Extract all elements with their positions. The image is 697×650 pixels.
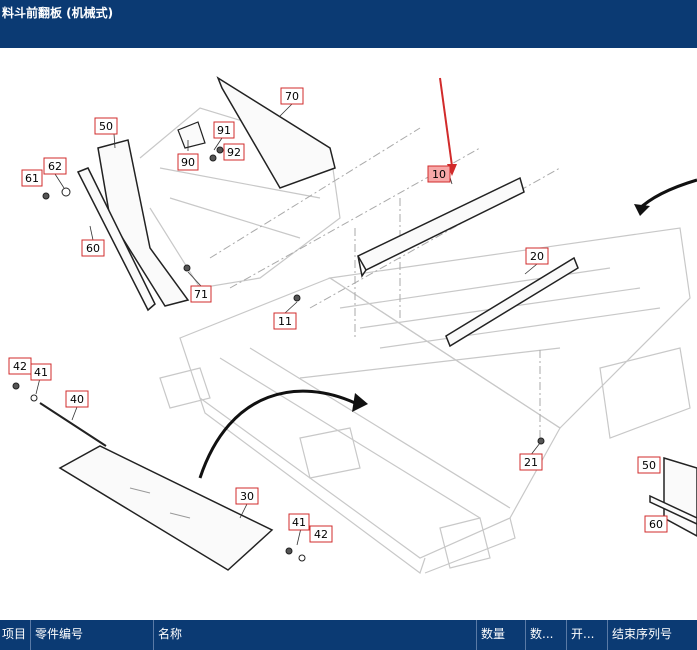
- svg-text:20: 20: [530, 250, 544, 263]
- svg-text:50: 50: [642, 459, 656, 472]
- svg-text:11: 11: [278, 315, 292, 328]
- callout-50b: 50: [637, 456, 661, 474]
- callout-90: 90: [177, 153, 199, 171]
- part-60-right-shape: [649, 494, 697, 525]
- title-bar: 料斗前翻板 (机械式): [0, 0, 697, 48]
- part-50-right-shape: [663, 456, 697, 537]
- callout-71: 71: [190, 285, 212, 303]
- column-name[interactable]: 名称: [154, 620, 477, 650]
- callout-40: 40: [65, 390, 89, 408]
- svg-text:70: 70: [285, 90, 299, 103]
- parts-table-header: 项目 零件编号 名称 数量 数... 开... 结束序列号: [0, 620, 697, 650]
- center-lines: [209, 127, 561, 438]
- callout-11: 11: [273, 312, 297, 330]
- callout-60: 60: [81, 239, 105, 257]
- svg-text:90: 90: [181, 156, 195, 169]
- parts-diagram: 70 50 91 92 90 62 61 60 71 10 20 11 42 4…: [0, 48, 697, 620]
- callout-91: 91: [213, 121, 235, 139]
- svg-text:50: 50: [99, 120, 113, 133]
- svg-text:62: 62: [48, 160, 62, 173]
- callout-10: 10: [427, 165, 451, 183]
- callout-50: 50: [94, 117, 118, 135]
- svg-text:41: 41: [34, 366, 48, 379]
- column-quantity[interactable]: 数量: [477, 620, 526, 650]
- part-90-shape: [177, 121, 206, 149]
- callout-42: 42: [8, 357, 32, 375]
- callout-61: 61: [21, 169, 43, 187]
- part-70-shape: [216, 76, 336, 189]
- column-data[interactable]: 数...: [526, 620, 567, 650]
- svg-text:61: 61: [25, 172, 39, 185]
- svg-text:71: 71: [194, 288, 208, 301]
- exploded-view-svg: 70 50 91 92 90 62 61 60 71 10 20 11 42 4…: [8, 76, 697, 574]
- part-30-shape: [58, 445, 274, 571]
- svg-text:60: 60: [649, 518, 663, 531]
- part-40-shape: [39, 402, 107, 447]
- part-60-left-shape: [76, 167, 156, 312]
- main-frame: [139, 107, 691, 574]
- callout-62: 62: [43, 157, 67, 175]
- svg-text:41: 41: [292, 516, 306, 529]
- callout-21: 21: [519, 453, 543, 471]
- column-start[interactable]: 开...: [567, 620, 608, 650]
- svg-text:42: 42: [13, 360, 27, 373]
- svg-text:92: 92: [227, 146, 241, 159]
- callout-labels: 70 50 91 92 90 62 61 60 71 10 20 11 42 4…: [8, 87, 668, 543]
- svg-text:21: 21: [524, 456, 538, 469]
- callout-41: 41: [30, 363, 52, 381]
- page-title: 料斗前翻板 (机械式): [2, 6, 114, 20]
- svg-text:10: 10: [432, 168, 446, 181]
- svg-text:60: 60: [86, 242, 100, 255]
- part-20-shape: [445, 256, 579, 348]
- callout-42b: 42: [309, 525, 333, 543]
- callout-60b: 60: [644, 515, 668, 533]
- callout-70: 70: [280, 87, 304, 105]
- svg-text:91: 91: [217, 124, 231, 137]
- fasteners: [12, 146, 545, 562]
- column-item[interactable]: 项目: [0, 620, 31, 650]
- callout-30: 30: [235, 487, 259, 505]
- column-part-number[interactable]: 零件编号: [31, 620, 154, 650]
- svg-text:40: 40: [70, 393, 84, 406]
- callout-20: 20: [525, 247, 549, 265]
- callout-92: 92: [223, 143, 245, 161]
- callout-41b: 41: [288, 513, 310, 531]
- column-end-serial[interactable]: 结束序列号: [612, 627, 673, 641]
- svg-text:30: 30: [240, 490, 254, 503]
- red-pointer: [439, 77, 453, 167]
- svg-text:42: 42: [314, 528, 328, 541]
- part-10-shape: [356, 176, 525, 271]
